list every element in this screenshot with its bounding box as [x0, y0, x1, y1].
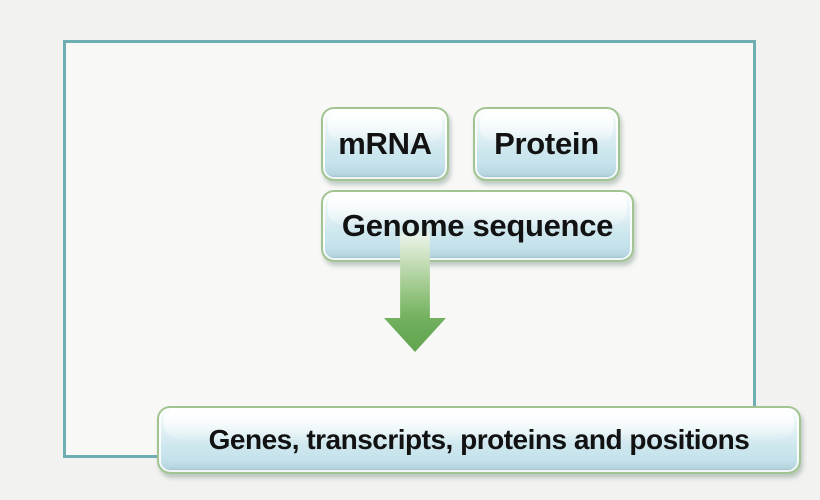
box-output-label: Genes, transcripts, proteins and positio…: [208, 424, 750, 455]
diagram-frame: mRNA Protein Genome sequence Genes, tran…: [63, 40, 801, 474]
box-genome-sequence-label: Genome sequence: [341, 208, 614, 243]
box-output: Genes, transcripts, proteins and positio…: [157, 406, 801, 474]
box-protein-label: Protein: [494, 126, 599, 161]
box-mrna-label: mRNA: [338, 126, 432, 161]
box-genome-sequence: Genome sequence: [321, 190, 634, 262]
box-protein: Protein: [473, 107, 620, 181]
box-mrna: mRNA: [321, 107, 449, 181]
